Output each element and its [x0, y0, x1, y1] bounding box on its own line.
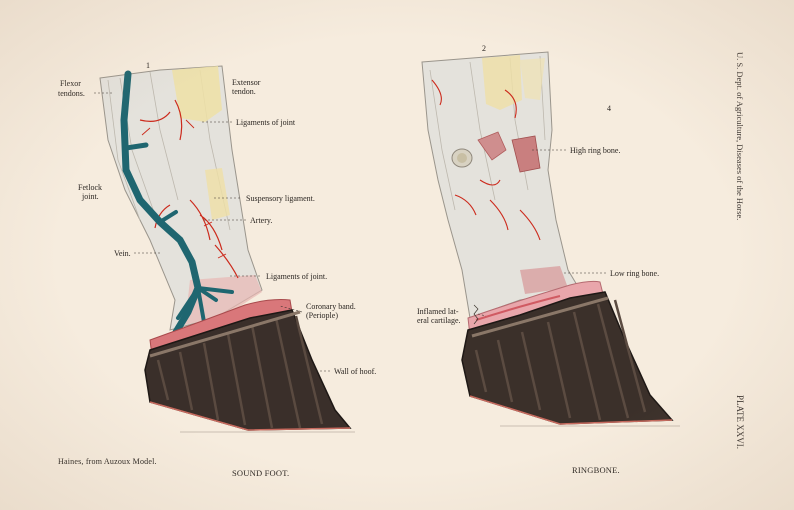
- label-ligaments-joint-lower: Ligaments of joint.: [266, 272, 328, 281]
- label-inflamed-cartilage: Inflamed lat-: [417, 307, 459, 316]
- label-suspensory: Suspensory ligament.: [246, 194, 315, 203]
- label-flexor-2: tendons.: [58, 89, 85, 98]
- figure-2-caption: RINGBONE.: [572, 465, 620, 475]
- label-extensor-2: tendon.: [232, 87, 256, 96]
- figure-2-number: 2: [482, 44, 486, 53]
- figure-2-ringbone: [421, 51, 680, 427]
- source-line: U. S. Dept. of Agriculture, Diseases of …: [735, 52, 745, 221]
- label-fetlock: Fetlock: [78, 183, 102, 192]
- label-ligaments-joint-upper: Ligaments of joint: [236, 118, 296, 127]
- credit-line: Haines, from Auzoux Model.: [58, 457, 157, 466]
- label-inflamed-cartilage-2: eral cartilage.: [417, 316, 461, 325]
- label-low-ring-bone: Low ring bone.: [610, 269, 660, 278]
- plate-number: PLATE XXVI.: [735, 395, 745, 449]
- figure-1-sound-foot: [99, 65, 355, 433]
- label-extensor: Extensor: [232, 78, 261, 87]
- figure-1-number: 1: [146, 61, 150, 70]
- label-fetlock-2: joint.: [82, 192, 99, 201]
- label-coronary-band: Coronary band.: [306, 302, 356, 311]
- label-artery: Artery.: [250, 216, 273, 225]
- bracket: [473, 304, 479, 325]
- label-periople: (Periople): [306, 311, 338, 320]
- figure-1-caption: SOUND FOOT.: [232, 468, 290, 478]
- label-high-ring-bone: High ring bone.: [570, 146, 621, 155]
- label-flexor: Flexor: [60, 79, 81, 88]
- label-wall-of-hoof: Wall of hoof.: [334, 367, 377, 376]
- figure-2-sub-number: 4: [607, 104, 611, 113]
- leader-lines: [94, 92, 606, 372]
- label-vein: Vein.: [114, 249, 131, 258]
